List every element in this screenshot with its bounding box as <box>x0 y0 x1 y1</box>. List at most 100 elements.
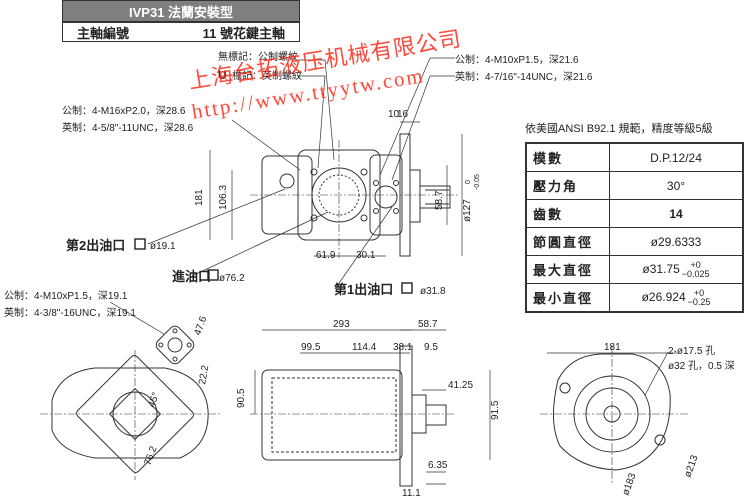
spec-value: D.P.12/24 <box>609 142 744 172</box>
spec-key: 節圓直徑 <box>525 227 610 256</box>
outlet1-label: 第1出油口 <box>334 282 393 297</box>
spec-value: 14 <box>609 199 744 228</box>
leaders <box>147 57 455 290</box>
tolerance: +0−0.25 <box>687 287 711 307</box>
spec-value: ø26.924 <box>641 289 686 304</box>
bolt-hole <box>393 180 399 186</box>
dim-181: 181 <box>194 189 205 206</box>
spec-value-tol: ø26.924+0−0.25 <box>609 283 744 313</box>
top-view <box>209 121 463 258</box>
dim-41: 41.25 <box>448 380 473 391</box>
dim-127-tol-up: 0 <box>465 180 472 184</box>
spec-value: ø29.6333 <box>609 227 744 256</box>
dim-16: 16 <box>397 109 409 120</box>
front-view <box>540 345 690 485</box>
dim-10: 10 <box>388 109 400 120</box>
spec-key: 最小直徑 <box>525 283 610 313</box>
header-shaft-label: 主軸編號 <box>77 25 130 41</box>
bolt-hole <box>310 168 318 176</box>
inlet-size: ø76.2 <box>219 273 245 284</box>
thread-note-u-text: 標記：英制螺紋 <box>232 69 302 82</box>
bolt-hole <box>360 168 368 176</box>
holes-callout-1: 2-ø17.5 孔 <box>668 345 715 357</box>
dim-99: 99.5 <box>301 342 321 353</box>
header-shaft-row: 主軸編號 11 號花鍵主軸 <box>62 22 300 42</box>
dim-58: 58.7 <box>434 190 445 210</box>
dim-30: 30.1 <box>356 250 376 261</box>
dim-183: ø183 <box>620 471 638 497</box>
pilot <box>409 169 421 223</box>
shaft <box>419 185 451 209</box>
outlet1-box-icon <box>401 282 413 294</box>
holes-callout-2: ø32 孔，0.5 深 <box>668 360 735 372</box>
spec-key: 壓力角 <box>525 171 610 200</box>
outlet1-port <box>374 185 398 209</box>
table-row: 最大直徑 ø31.75+0−0.025 <box>525 255 744 284</box>
thread-note-u: U <box>218 68 227 82</box>
dim-90: 90.5 <box>236 388 247 408</box>
header-title: IVP31 法蘭安裝型 <box>62 0 300 22</box>
side-view <box>250 329 491 487</box>
dim-47: 47.6 <box>192 315 209 337</box>
dim-114: 114.4 <box>352 342 377 353</box>
thread-note-none: 無標記：公制螺紋 <box>218 50 298 63</box>
outlet2-box-icon <box>134 238 146 250</box>
dim-61: 61.9 <box>316 250 336 261</box>
dim-76: 76.2 <box>142 445 159 467</box>
bolt-hole <box>373 180 379 186</box>
dim-106: 106.3 <box>218 185 229 210</box>
tol-lower: −0.25 <box>687 296 711 307</box>
inlet-box-icon <box>207 269 219 281</box>
dim-6: 6.35 <box>428 460 448 471</box>
header-shaft-value: 11 號花鍵主軸 <box>202 25 285 41</box>
outlet2-label: 第2出油口 <box>66 238 125 253</box>
dim-58-side: 58.7 <box>418 319 438 330</box>
bolt-hole <box>373 208 379 214</box>
dim-181-front: 181 <box>604 342 621 353</box>
table-row: 最小直徑 ø26.924+0−0.25 <box>525 283 744 313</box>
outlet2-size: ø19.1 <box>150 241 176 252</box>
dim-38: 38.1 <box>393 342 413 353</box>
dim-293: 293 <box>333 319 350 330</box>
tolerance: +0−0.025 <box>681 259 710 279</box>
bolt-hole <box>310 214 318 222</box>
dim-127: ø127 <box>462 199 473 222</box>
spec-value: ø31.75 <box>642 261 680 276</box>
dim-127-tol-dn: -0.05 <box>474 174 481 190</box>
dim-91: 91.5 <box>490 400 501 420</box>
dim-11: 11.1 <box>402 488 421 499</box>
spec-value-tol: ø31.75+0−0.025 <box>609 255 744 284</box>
outlet2-port <box>279 173 295 189</box>
tol-upper: +0 <box>693 287 705 298</box>
callout-tr-imperial: 英制：4-7/16"-14UNC，深21.6 <box>455 70 593 83</box>
callout-left-imperial: 英制：4-5/8"-11UNC，深28.6 <box>62 121 194 134</box>
header-title-text: IVP31 法蘭安裝型 <box>128 4 234 20</box>
callout-tr-metric: 公制：4-M10xP1.5，深21.6 <box>455 53 579 66</box>
tol-upper: +0 <box>690 259 701 270</box>
tol-lower: −0.025 <box>681 268 710 279</box>
callout-bl-metric: 公制：4-M10xP1.5，深19.1 <box>4 289 128 302</box>
callout-left-metric: 公制：4-M16xP2.0，深28.6 <box>62 104 186 117</box>
spec-value: 30° <box>609 171 744 200</box>
rear-end-view <box>40 350 220 480</box>
dim-213: ø213 <box>682 453 700 479</box>
bolt-hole <box>360 214 368 222</box>
spec-key: 最大直徑 <box>525 255 610 284</box>
callout-bl-imperial: 英制：4-3/8"-16UNC，深19.1 <box>4 306 136 319</box>
port-flange-detail <box>155 325 195 365</box>
spec-key: 模數 <box>525 142 610 172</box>
dim-9: 9.5 <box>424 342 438 353</box>
dim-22: 22.2 <box>197 364 211 386</box>
outlet1-size: ø31.8 <box>420 286 446 297</box>
dim-45deg: 45° <box>146 391 162 409</box>
spec-caption: 依美國ANSI B92.1 規範，精度等級5級 <box>525 123 713 135</box>
bolt-hole <box>393 208 399 214</box>
spec-key: 齒數 <box>525 199 610 228</box>
